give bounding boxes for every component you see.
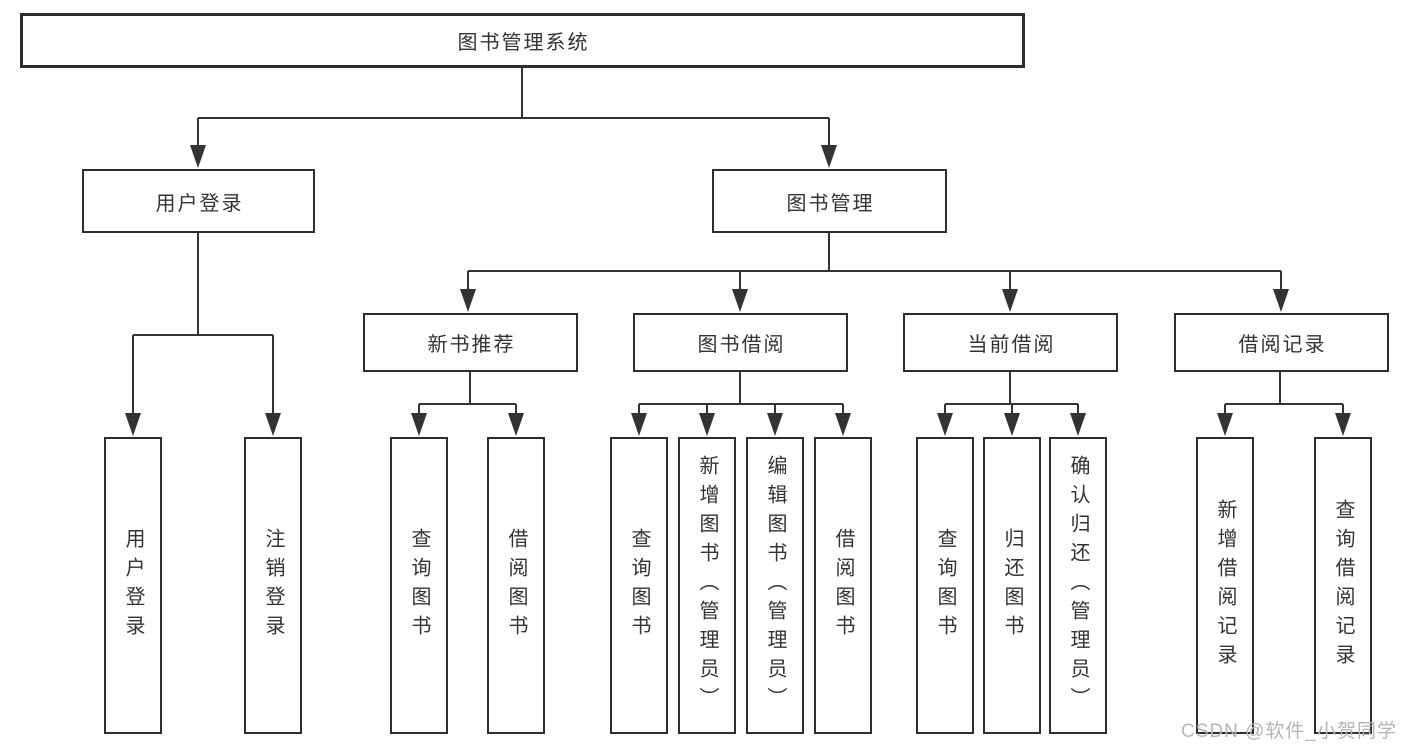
leaf-query-borrow-record: 查询借阅记录 bbox=[1314, 437, 1372, 734]
node-borrow-record: 借阅记录 bbox=[1174, 313, 1389, 372]
node-new-book-recommend: 新书推荐 bbox=[363, 313, 578, 372]
leaf-label: 查询图书 bbox=[628, 527, 650, 644]
arrowhead bbox=[631, 413, 647, 436]
node-label: 新书推荐 bbox=[427, 334, 516, 356]
leaf-logout-login: 注销登录 bbox=[244, 437, 302, 734]
connector-book-mgmt bbox=[467, 233, 1282, 291]
leaf-label: 查询借阅记录 bbox=[1332, 498, 1354, 673]
node-book-borrow: 图书借阅 bbox=[633, 313, 848, 372]
node-label: 图书管理系统 bbox=[457, 32, 590, 54]
leaf-label: 用户登录 bbox=[122, 527, 144, 644]
arrowhead bbox=[411, 413, 427, 436]
leaf-newbook-borrow-book: 借阅图书 bbox=[487, 437, 545, 734]
arrowhead bbox=[1070, 413, 1086, 436]
node-book-management: 图书管理 bbox=[712, 169, 947, 233]
leaf-label: 借阅图书 bbox=[832, 527, 854, 644]
leaf-confirm-return-admin: 确认归还（管理员） bbox=[1049, 437, 1107, 734]
arrowhead bbox=[125, 413, 141, 436]
leaf-label: 归还图书 bbox=[1001, 527, 1023, 644]
leaf-add-book-admin: 新增图书（管理员） bbox=[678, 437, 736, 734]
arrowhead bbox=[732, 289, 748, 312]
arrowhead bbox=[1002, 289, 1018, 312]
leaf-label: 新增借阅记录 bbox=[1214, 498, 1236, 673]
arrowhead bbox=[835, 413, 851, 436]
arrowhead bbox=[937, 413, 953, 436]
arrowhead bbox=[821, 145, 837, 168]
connector-new-book bbox=[418, 372, 517, 415]
arrowhead bbox=[508, 413, 524, 436]
leaf-label: 新增图书（管理员） bbox=[696, 455, 718, 716]
node-current-borrow: 当前借阅 bbox=[903, 313, 1118, 372]
arrowhead bbox=[1273, 289, 1289, 312]
node-label: 借阅记录 bbox=[1238, 334, 1327, 356]
arrowhead bbox=[1004, 413, 1020, 436]
leaf-label: 查询图书 bbox=[408, 527, 430, 644]
leaf-label: 确认归还（管理员） bbox=[1067, 455, 1089, 716]
node-label: 用户登录 bbox=[155, 192, 244, 215]
leaf-return-book: 归还图书 bbox=[983, 437, 1041, 734]
leaf-label: 查询图书 bbox=[934, 527, 956, 644]
node-label: 图书借阅 bbox=[697, 334, 786, 356]
arrowhead bbox=[190, 145, 206, 168]
connector-borrow-record bbox=[1224, 372, 1344, 415]
leaf-add-borrow-record: 新增借阅记录 bbox=[1196, 437, 1254, 734]
leaf-borrow-query-book: 查询图书 bbox=[610, 437, 668, 734]
arrowhead bbox=[460, 289, 476, 312]
connector-user-login bbox=[132, 233, 274, 415]
arrowhead bbox=[699, 413, 715, 436]
leaf-newbook-query-book: 查询图书 bbox=[390, 437, 448, 734]
leaf-label: 编辑图书（管理员） bbox=[764, 455, 786, 716]
arrowhead bbox=[1335, 413, 1351, 436]
leaf-user-login: 用户登录 bbox=[104, 437, 162, 734]
leaf-current-query-book: 查询图书 bbox=[916, 437, 974, 734]
node-library-system: 图书管理系统 bbox=[20, 13, 1025, 68]
leaf-edit-book-admin: 编辑图书（管理员） bbox=[746, 437, 804, 734]
connector-book-borrow bbox=[638, 372, 844, 415]
leaf-borrow-book: 借阅图书 bbox=[814, 437, 872, 734]
arrowhead bbox=[265, 413, 281, 436]
node-label: 当前借阅 bbox=[967, 334, 1056, 356]
connector-current-borrow bbox=[944, 372, 1079, 415]
connector-root bbox=[197, 68, 830, 147]
node-label: 图书管理 bbox=[786, 192, 875, 215]
leaf-label: 注销登录 bbox=[262, 527, 284, 644]
node-user-login: 用户登录 bbox=[82, 169, 315, 233]
arrowhead bbox=[767, 413, 783, 436]
leaf-label: 借阅图书 bbox=[505, 527, 527, 644]
arrowhead bbox=[1217, 413, 1233, 436]
